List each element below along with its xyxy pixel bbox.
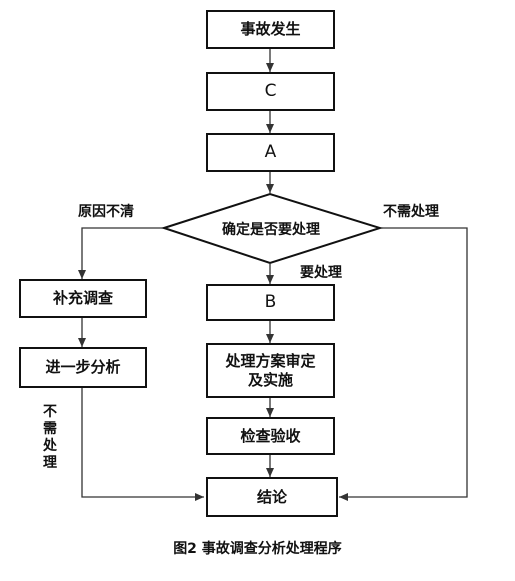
node-decision-label: 确定是否要处理 xyxy=(222,222,320,238)
edge-label-unclear: 原因不清 xyxy=(78,204,134,220)
node-a: A xyxy=(206,133,335,172)
arrow-decision-to-supplement xyxy=(78,227,164,279)
node-c: C xyxy=(206,72,335,111)
figure-caption: 图2 事故调查分析处理程序 xyxy=(173,541,342,557)
arrow-decision-to-conclusion-right xyxy=(339,227,468,501)
edge-label-need-handle: 要处理 xyxy=(300,265,342,281)
node-check: 检查验收 xyxy=(206,417,335,455)
decision-diamond xyxy=(160,192,384,265)
node-supplement: 补充调查 xyxy=(19,279,147,318)
node-further: 进一步分析 xyxy=(19,347,147,388)
node-conclusion: 结论 xyxy=(206,477,338,517)
node-plan: 处理方案审定及实施 xyxy=(206,343,335,398)
edge-label-no-handle-right: 不需处理 xyxy=(383,204,439,220)
edge-label-no-handle-left: 不需处理 xyxy=(43,404,57,471)
node-b: B xyxy=(206,284,335,321)
arrow-further-to-conclusion xyxy=(81,388,204,501)
node-accident: 事故发生 xyxy=(206,10,335,49)
